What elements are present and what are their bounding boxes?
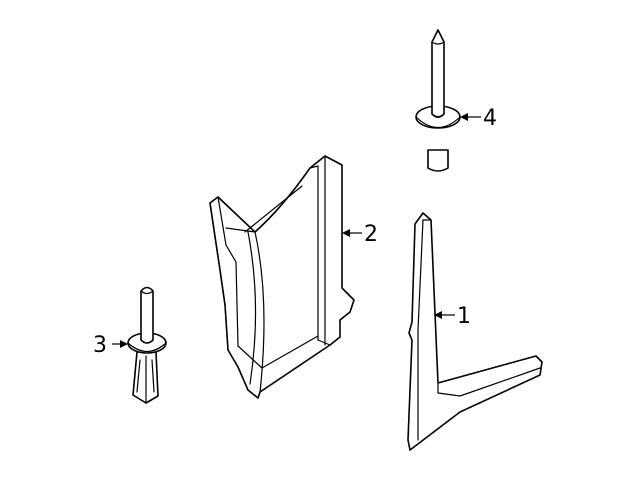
callout-3-label: 3: [93, 333, 107, 358]
part-3-fastener: [127, 286, 167, 404]
callout-1: 1: [434, 304, 471, 329]
part-2-bracket: [209, 155, 355, 399]
part-1-trim: [407, 212, 543, 451]
callout-1-label: 1: [457, 304, 471, 329]
callout-2-label: 2: [364, 222, 378, 247]
part-4-fastener: [415, 29, 461, 172]
callout-4-label: 4: [483, 106, 497, 131]
callout-2: 2: [342, 222, 378, 247]
callout-4: 4: [460, 106, 497, 131]
callout-3: 3: [93, 333, 128, 358]
